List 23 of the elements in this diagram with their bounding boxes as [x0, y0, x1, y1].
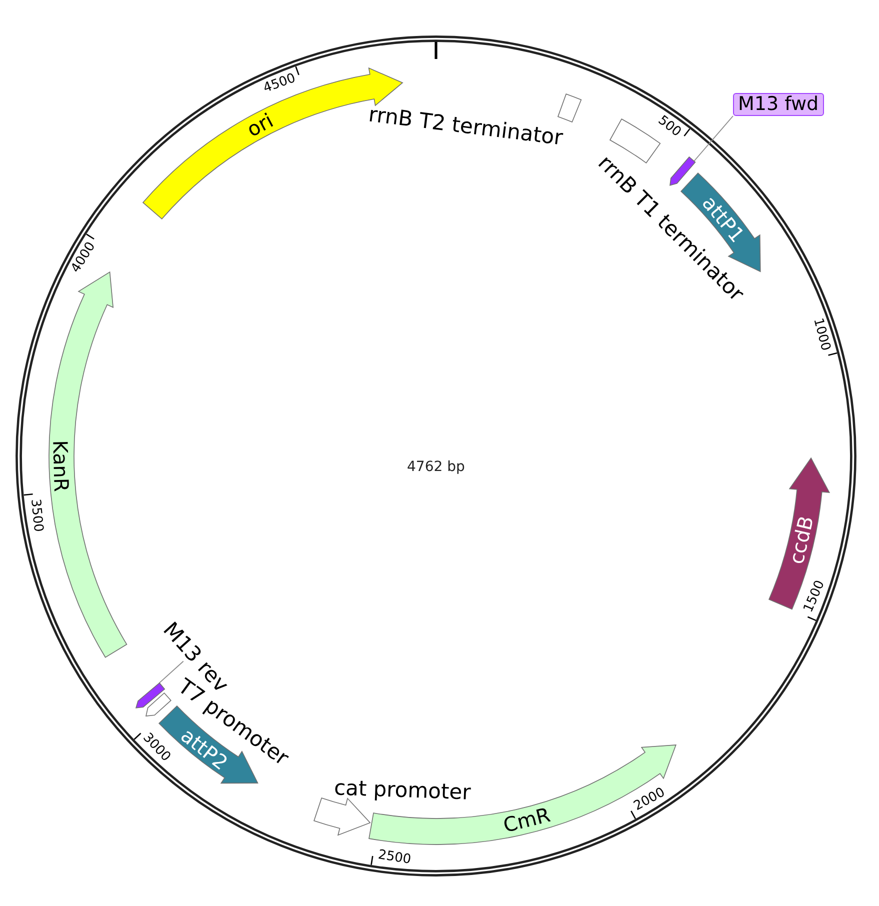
primer-marker — [668, 156, 696, 186]
tick-label: 2500 — [376, 848, 412, 867]
tick-label: 1500 — [802, 578, 828, 614]
tick-label: 4500 — [261, 72, 297, 96]
feature-label: CmR — [501, 804, 552, 836]
plasmid-size: 4762 bp — [407, 460, 465, 474]
feature-label: cat promoter — [333, 777, 471, 803]
primer-marker — [134, 682, 166, 709]
feature-label: ori — [244, 110, 276, 140]
feature-arrow — [768, 456, 830, 610]
feature-arrow — [312, 797, 371, 836]
feature-label: KanR — [50, 440, 72, 492]
tick-label: 1000 — [811, 317, 832, 352]
feature-arrow — [368, 744, 677, 845]
leader-line — [158, 660, 184, 684]
tick-label: 3500 — [28, 498, 44, 532]
tick-label: 500 — [656, 114, 684, 140]
feature-label: ccdB — [786, 514, 817, 566]
primer-tag: M13 fwd — [733, 93, 824, 116]
promoter-marker — [144, 692, 172, 718]
leader-line — [694, 116, 734, 162]
feature-label: rrnB T2 terminator — [366, 104, 564, 148]
feature-arrow — [48, 270, 128, 658]
